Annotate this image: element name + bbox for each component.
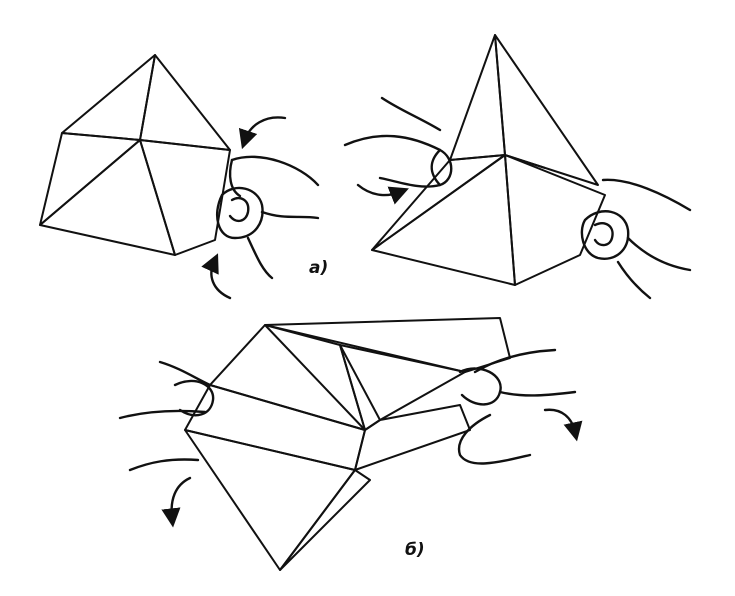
finger-outline	[230, 155, 320, 187]
unfolded-face-right	[354, 404, 471, 471]
right-pyramid-face-front	[371, 154, 516, 286]
curved-arrow-left	[356, 183, 409, 205]
thumb-outline	[216, 186, 264, 240]
curved-arrow-bottom	[201, 253, 232, 300]
hand-bottom-figure-right	[457, 348, 577, 465]
curved-arrow-right	[543, 408, 583, 442]
figure-label-a: а)	[309, 258, 329, 278]
figure-label-b: б)	[405, 540, 425, 560]
right-pyramid-face-right-top	[494, 34, 599, 186]
left-pyramid	[39, 54, 231, 256]
unfolded-shape	[184, 317, 511, 571]
unfolded-face-bottom	[184, 429, 356, 571]
unfolded-face-left-upper	[209, 324, 366, 431]
unfolded-flap	[279, 469, 371, 571]
hand-left-figure	[216, 155, 320, 280]
unfolded-face-center	[339, 344, 466, 431]
left-pyramid-face-top-right	[139, 54, 231, 151]
left-pyramid-face-front	[39, 139, 176, 256]
right-pyramid-face-right	[504, 154, 606, 286]
curved-arrow-left-bottom	[161, 476, 192, 528]
hand-right-figure-right	[580, 178, 692, 300]
hand-bottom-figure-left	[118, 360, 215, 472]
curved-arrow-top	[238, 116, 287, 150]
hand-right-figure-left	[343, 96, 453, 188]
left-pyramid-face-top-left	[61, 54, 156, 141]
left-pyramid-face-right	[139, 139, 231, 256]
right-pyramid	[371, 34, 606, 286]
